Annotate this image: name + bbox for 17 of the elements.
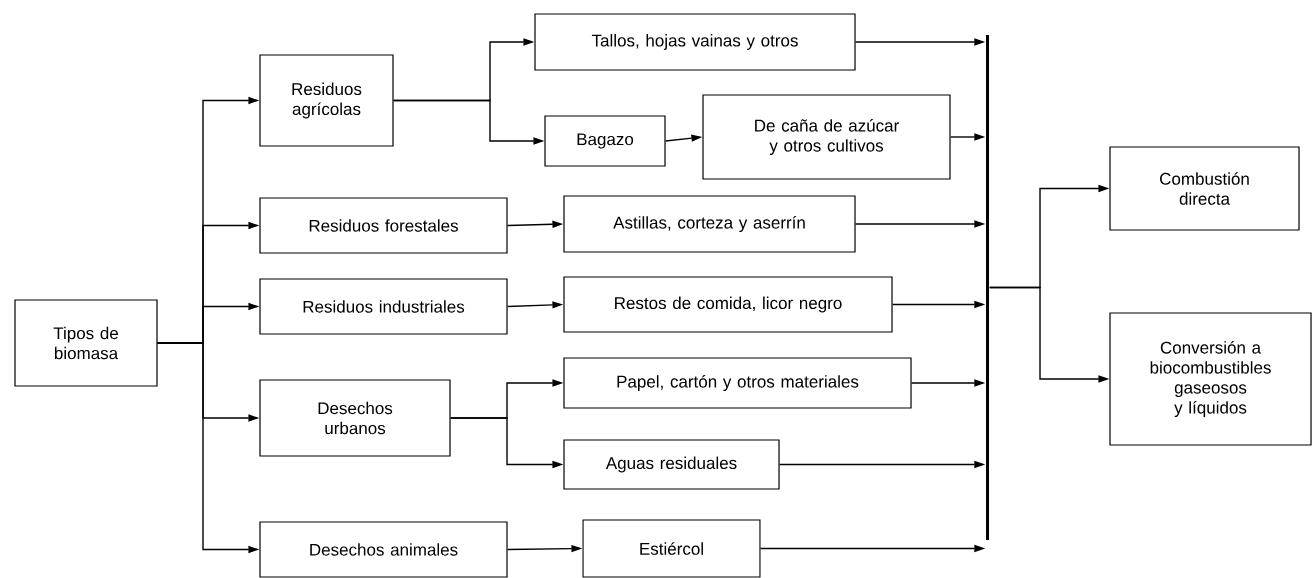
process-box: Conversión a biocombustibles gaseosos y líquidos xyxy=(1109,312,1312,446)
process-box: Desechos urbanos xyxy=(259,379,451,457)
process-box: Bagazo xyxy=(544,115,666,167)
process-box: Residuos industriales xyxy=(259,278,508,335)
process-box: Residuos agrícolas xyxy=(259,54,394,147)
process-box: Residuos forestales xyxy=(259,197,508,254)
process-box: Tipos de biomasa xyxy=(14,299,158,387)
process-box: Papel, cartón y otros materiales xyxy=(563,357,912,409)
process-box: Astillas, corteza y aserrín xyxy=(563,195,856,253)
process-box: Restos de comida, licor negro xyxy=(563,276,893,333)
process-box: Desechos animales xyxy=(259,521,508,578)
process-box: Combustión directa xyxy=(1109,146,1300,231)
collector-bar xyxy=(986,35,989,540)
process-box: Estiércol xyxy=(582,519,761,578)
process-box: Tallos, hojas vainas y otros xyxy=(534,13,856,71)
process-box: Aguas residuales xyxy=(563,439,780,490)
process-box: De caña de azúcar y otros cultivos xyxy=(702,94,951,180)
